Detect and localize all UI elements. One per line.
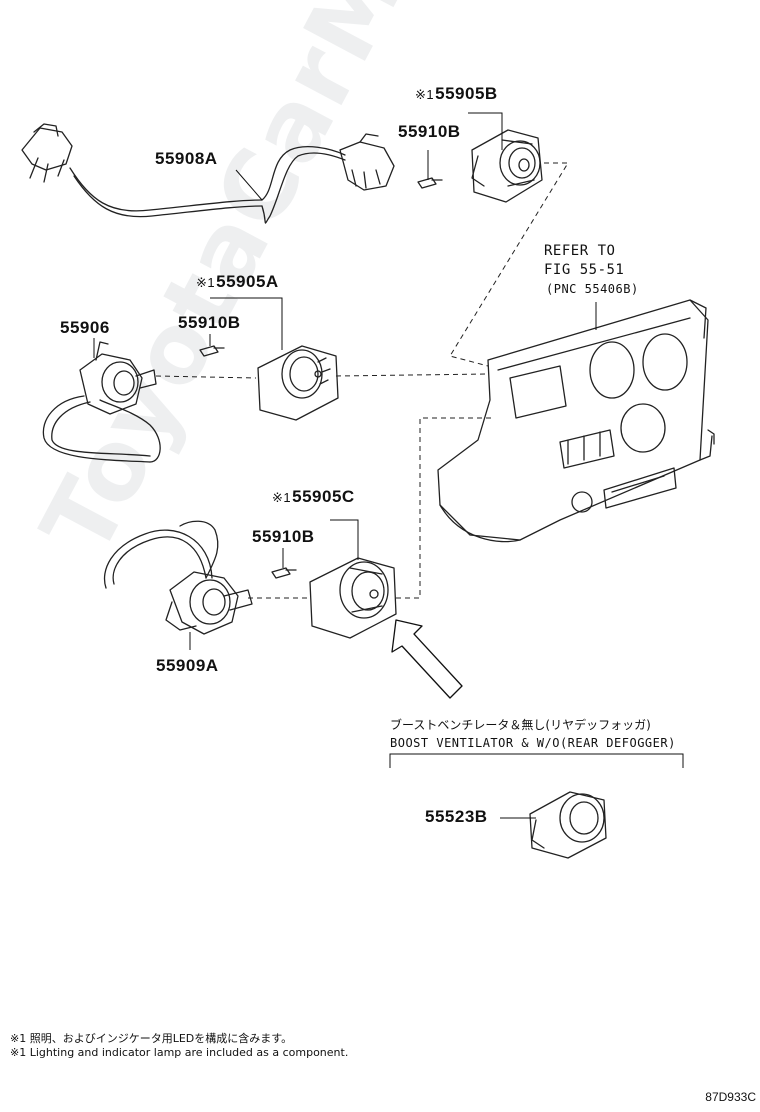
dash-mid-left xyxy=(155,375,257,379)
clip-55910b-mid xyxy=(199,345,225,357)
note-mark: ※1 xyxy=(415,87,435,102)
refer-line-1: REFER TO xyxy=(544,243,616,259)
part-number: 55905C xyxy=(292,487,355,506)
leader-55905a xyxy=(210,297,283,350)
callout-55910b-mid: 55910B xyxy=(178,313,241,332)
dash-low-right xyxy=(396,417,492,599)
condition-bracket xyxy=(389,753,684,768)
view-arrow xyxy=(391,619,463,699)
footnote-english: ※1 Lighting and indicator lamp are inclu… xyxy=(10,1046,349,1059)
clip-55910b-top xyxy=(417,177,443,189)
callout-55905a: ※155905A xyxy=(196,272,279,292)
refer-line-2: FIG 55-51 xyxy=(544,262,625,278)
switch-55523b xyxy=(529,791,607,859)
callout-55908a: 55908A xyxy=(155,149,218,168)
connector-55906 xyxy=(42,341,161,463)
leader-55905c xyxy=(330,519,359,560)
dash-mid-right xyxy=(335,373,489,377)
callout-55909a: 55909A xyxy=(156,656,219,675)
part-number: 55905A xyxy=(216,272,279,291)
callout-55523b: 55523B xyxy=(425,807,488,826)
connector-55909a xyxy=(104,520,253,635)
callout-55910b-low: 55910B xyxy=(252,527,315,546)
note-mark: ※1 xyxy=(272,490,292,505)
switch-55905c xyxy=(309,557,397,639)
leader-55908a xyxy=(235,169,263,201)
clip-55910b-low xyxy=(271,567,297,579)
switch-55905a xyxy=(257,345,339,421)
note-mark: ※1 xyxy=(196,275,216,290)
callout-55906: 55906 xyxy=(60,318,110,337)
footnote-japanese: ※1 照明、およびインジケータ用LEDを構成に含みます。 xyxy=(10,1032,293,1045)
part-number: 55905B xyxy=(435,84,498,103)
instrument-panel xyxy=(437,299,715,543)
figure-code: 87D933C xyxy=(705,1090,756,1104)
callout-55905c: ※155905C xyxy=(272,487,355,507)
refer-line-3: (PNC 55406B) xyxy=(546,282,639,296)
condition-japanese: ブーストベンチレータ＆無し(リヤデッフォッガ) xyxy=(390,718,651,732)
callout-55905b: ※155905B xyxy=(415,84,498,104)
wire-harness-55908a xyxy=(21,123,395,224)
switch-55905b xyxy=(471,129,543,203)
dash-top xyxy=(449,162,569,367)
callout-55910b-top: 55910B xyxy=(398,122,461,141)
condition-english: BOOST VENTILATOR & W/O(REAR DEFOGGER) xyxy=(390,736,676,750)
leader-55905b xyxy=(468,112,503,150)
